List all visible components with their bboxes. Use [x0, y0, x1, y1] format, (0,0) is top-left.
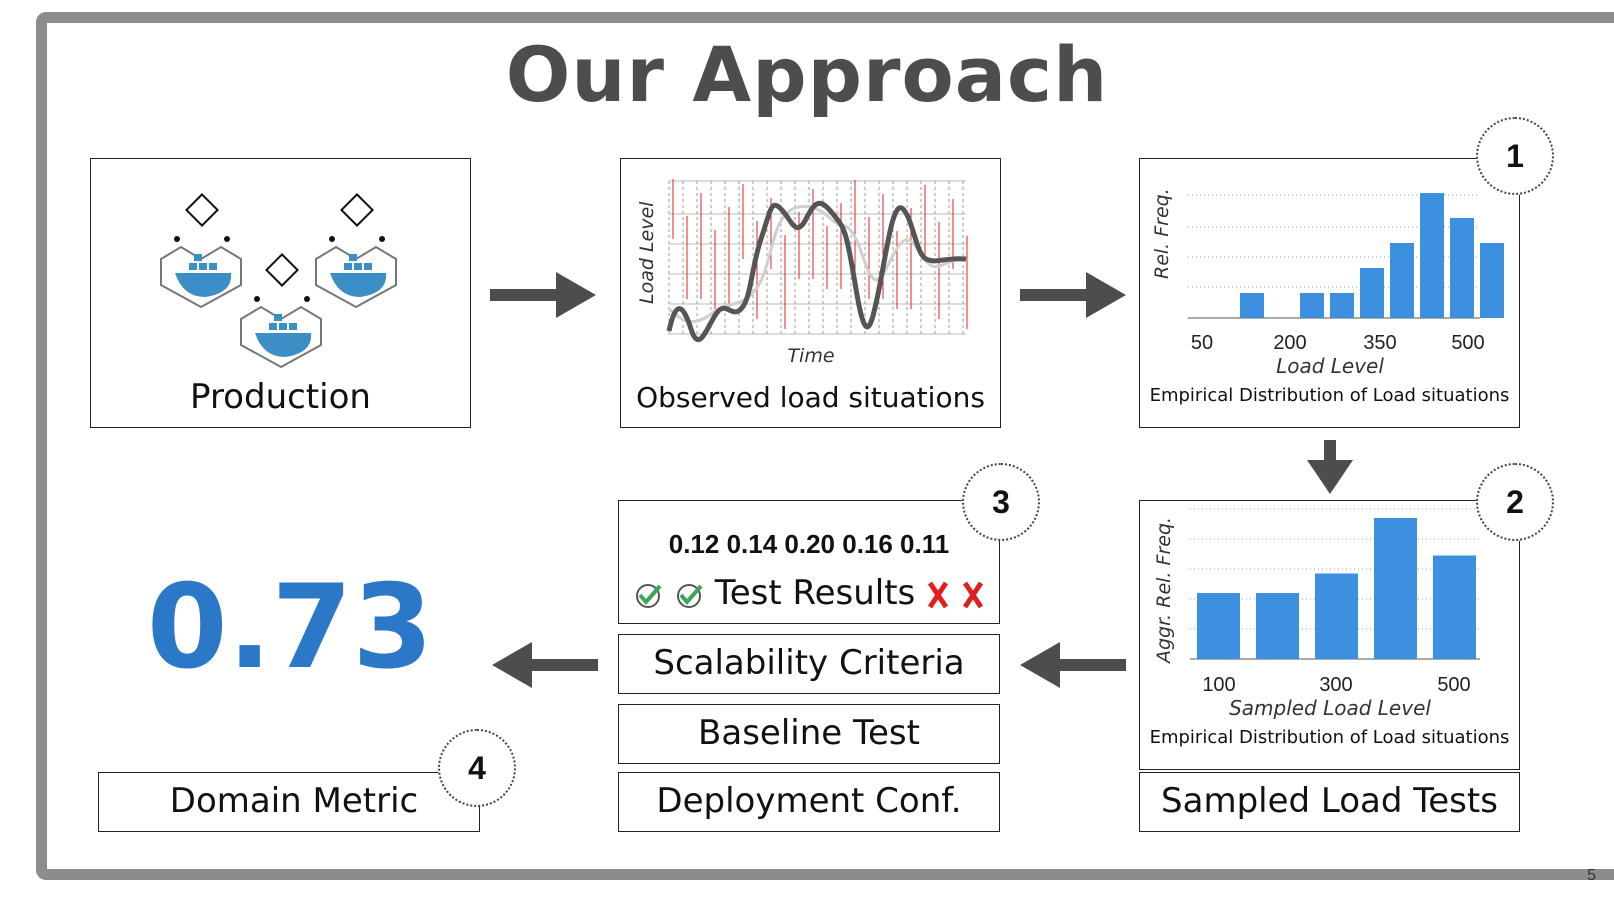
baseline-test-label: Baseline Test — [698, 713, 920, 753]
tick-label: 200 — [1273, 332, 1306, 354]
slide-frame — [36, 12, 1614, 880]
bar — [1450, 218, 1474, 318]
test-results-box: 0.12 0.14 0.20 0.16 0.11 Test Results — [618, 500, 1000, 624]
sampled-ylabel: Aggr. Rel. Freq. — [1153, 517, 1175, 665]
docker-node-icon — [315, 193, 397, 309]
production-caption: Production — [190, 377, 371, 417]
bar — [1420, 193, 1444, 318]
test-results-label: Test Results — [714, 573, 916, 613]
observed-load-line-smooth — [668, 204, 967, 324]
sampled-xlabel: Sampled Load Level — [1229, 696, 1431, 720]
tick-label: 300 — [1319, 674, 1352, 696]
sampled-caption: Empirical Distribution of Load situation… — [1149, 727, 1510, 748]
arrow-down-icon — [1307, 440, 1353, 494]
bar — [1374, 518, 1417, 659]
bar — [1300, 293, 1324, 318]
check-icon — [676, 583, 703, 608]
bar — [1330, 293, 1354, 318]
sampled-load-tests-box: Sampled Load Tests — [1139, 772, 1520, 832]
bar — [1256, 593, 1299, 659]
sampled-distribution-chart: 100 300 500 Aggr. Rel. Freq. Sampled Load … — [1153, 508, 1480, 720]
arrow-right-icon — [490, 272, 596, 318]
bar — [1315, 573, 1358, 659]
arrow-right-icon — [1020, 272, 1126, 318]
observed-load-line — [666, 200, 967, 343]
tick-label: 50 — [1191, 332, 1213, 354]
observed-caption: Observed load situations — [636, 381, 985, 414]
observed-ylabel: Load Level — [636, 201, 658, 304]
tick-label: 500 — [1451, 332, 1484, 354]
chart-grid — [669, 180, 966, 335]
check-icon — [636, 583, 662, 608]
step-badge-3: 3 — [962, 463, 1040, 541]
bar — [1390, 243, 1414, 318]
arrow-left-icon — [492, 642, 598, 688]
test-results-row: Test Results — [619, 573, 999, 613]
load-time-series-chart: Load Level Time — [636, 179, 968, 367]
step-badge-4: 4 — [438, 729, 516, 807]
docker-node-icon — [160, 193, 242, 309]
tick-label: 350 — [1363, 332, 1396, 354]
bar — [1360, 268, 1384, 318]
test-values: 0.12 0.14 0.20 0.16 0.11 — [668, 529, 950, 559]
domain-metric-value: 0.73 — [146, 560, 434, 695]
scalability-criteria-box: Scalability Criteria — [618, 634, 1000, 694]
step-badge-2: 2 — [1476, 463, 1554, 541]
page-number: 5 — [1587, 867, 1596, 884]
slide-title: Our Approach — [505, 30, 1109, 119]
sampled-distribution-box: 100 300 500 Aggr. Rel. Freq. Sampled Load … — [1139, 500, 1520, 770]
docker-cluster-icon — [160, 193, 397, 369]
bar — [1480, 243, 1504, 318]
empirical-xlabel: Load Level — [1276, 354, 1384, 378]
empirical-distribution-chart: 50 200 350 500 Rel. Freq. Load Level — [1151, 188, 1504, 378]
deployment-conf-box: Deployment Conf. — [618, 772, 1000, 832]
step-badge-1: 1 — [1476, 117, 1554, 195]
tick-label: 500 — [1437, 674, 1470, 696]
observed-load-box: Load Level Time Observed load situations — [620, 158, 1001, 428]
bar — [1433, 555, 1476, 659]
bar — [1240, 293, 1264, 318]
cross-icon — [927, 581, 949, 608]
arrow-left-icon — [1020, 642, 1126, 688]
empirical-caption: Empirical Distribution of Load situation… — [1149, 385, 1510, 406]
domain-metric-box: Domain Metric — [98, 772, 480, 832]
docker-node-icon — [240, 253, 322, 369]
production-box: Production — [90, 158, 471, 428]
domain-metric-label: Domain Metric — [169, 781, 419, 821]
observed-xlabel: Time — [787, 345, 834, 367]
cross-icon — [962, 581, 983, 608]
tick-label: 100 — [1202, 674, 1235, 696]
empirical-ylabel: Rel. Freq. — [1151, 188, 1173, 279]
empirical-distribution-box: 50 200 350 500 Rel. Freq. Load Level Empiri… — [1139, 158, 1520, 428]
bar — [1197, 593, 1240, 659]
sampled-load-tests-label: Sampled Load Tests — [1161, 781, 1498, 821]
baseline-test-box: Baseline Test — [618, 704, 1000, 764]
deployment-conf-label: Deployment Conf. — [656, 781, 962, 821]
scalability-criteria-label: Scalability Criteria — [653, 643, 965, 683]
